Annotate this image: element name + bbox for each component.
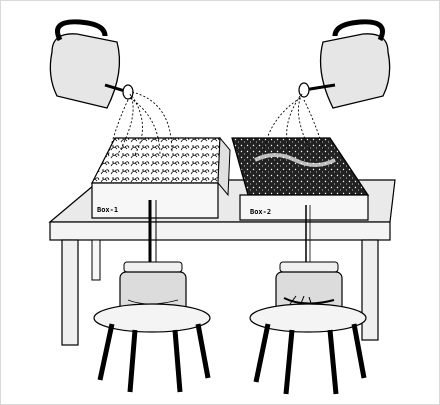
watering-can-icon — [50, 22, 172, 156]
box-1: Box-1 — [92, 138, 230, 218]
box-1-label: Box-1 — [97, 206, 118, 214]
stool-1 — [94, 304, 210, 392]
watering-can-icon — [264, 22, 390, 152]
stool-2 — [250, 304, 366, 394]
box-2-label: Box-2 — [250, 208, 271, 216]
box-2: Box-2 — [232, 138, 368, 220]
